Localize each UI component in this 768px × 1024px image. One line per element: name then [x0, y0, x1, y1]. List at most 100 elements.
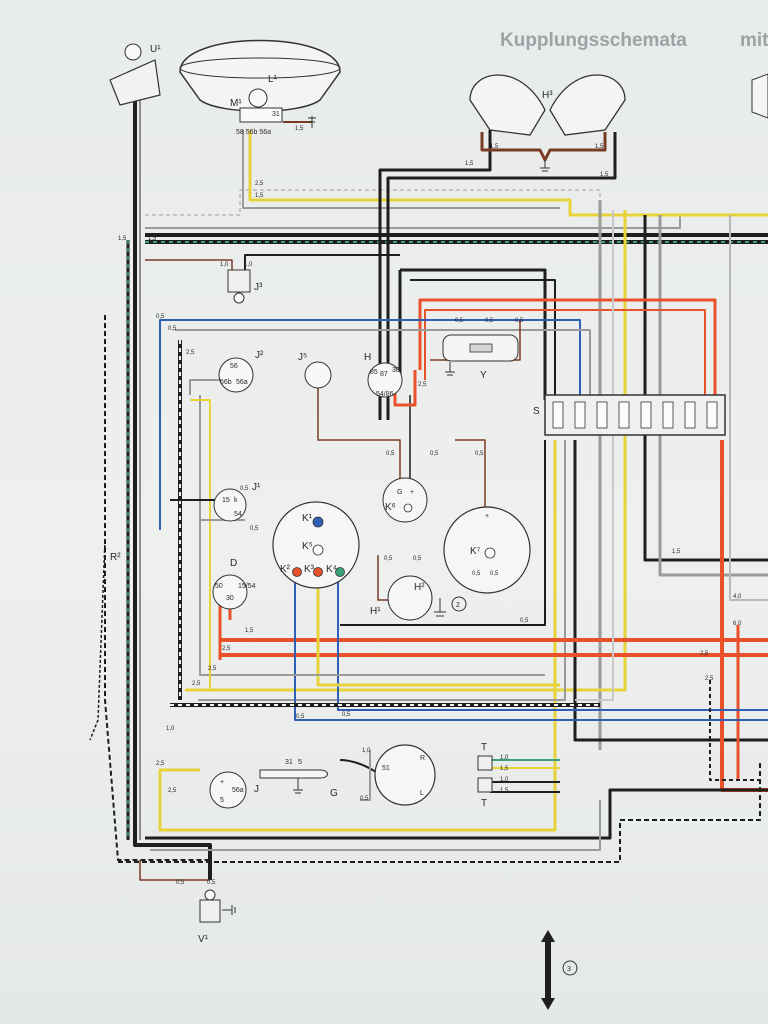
gauge-d-25a: 2,5 — [222, 646, 231, 652]
gauge-t-15a: 1,5 — [500, 766, 509, 772]
marker-2-text: 2 — [456, 602, 460, 609]
wire-top-gray-1 — [145, 214, 768, 229]
term-j1-54: 54 — [234, 511, 242, 518]
j3-relay-body — [227, 269, 251, 293]
gauge-blue-05a: 0,5 — [296, 714, 305, 720]
component-instrument-cluster: K¹ K⁵ K² K³ K⁴ — [272, 501, 360, 589]
component-s: S — [533, 394, 726, 436]
j-relay-body — [209, 771, 247, 809]
gauge-t-10b: 1,0 — [500, 777, 509, 783]
m1-socket — [239, 107, 283, 123]
gauge-y-05b: 0,5 — [485, 318, 494, 324]
term-h-5486: 54/86 — [376, 391, 394, 398]
term-k6-plus: + — [410, 489, 414, 496]
component-h: H 85 87 30 54/86 — [364, 352, 403, 398]
label-v1: V¹ — [198, 934, 209, 945]
gauge-right-40: 4,0 — [733, 594, 742, 600]
wire-brown-v1 — [139, 860, 210, 881]
term-g-5: 5 — [298, 759, 302, 766]
t-connector-top — [477, 755, 493, 771]
gauge-horn-15c: 1,5 — [595, 144, 604, 150]
j1-body — [213, 488, 247, 522]
gauge-right-25b: 2,5 — [705, 676, 714, 682]
header-title-suffix: mit — [740, 30, 768, 51]
component-j2: J² 56 56b 56a — [218, 350, 264, 393]
label-m1: M¹ — [230, 98, 242, 109]
v1-motor-body — [199, 899, 221, 923]
gauge-d-25b: 2,5 — [208, 666, 217, 672]
j3-relay-plug — [233, 292, 245, 304]
gauge-k6-05a: 0,5 — [386, 451, 395, 457]
wire-s-red-1 — [418, 298, 717, 395]
l1-headlight-body — [179, 39, 341, 112]
marker-3-arrow-down-icon — [541, 998, 555, 1010]
term-j1-15: 15 — [222, 497, 230, 504]
gauge-k7-05a: 0,5 — [472, 571, 481, 577]
component-j3: J³ — [227, 269, 263, 304]
wire-right-black-v — [643, 215, 768, 562]
gauge-k7-05: 0,5 — [475, 451, 484, 457]
label-g: G — [330, 788, 338, 799]
gauge-t-15b: 1,5 — [500, 788, 509, 794]
s-fuse-5 — [640, 401, 652, 429]
d-ignition-switch-body — [212, 574, 248, 610]
wire-s-gray-top — [175, 329, 591, 395]
label-h2: H² — [414, 582, 425, 593]
header-title: Kupplungsschemata — [500, 30, 687, 51]
k4-bulb-icon — [335, 567, 345, 577]
gauge-headlight-15: 1,5 — [255, 193, 264, 199]
j5-body — [304, 361, 332, 389]
label-u1: U¹ — [150, 44, 161, 55]
wire-right-gray-v3 — [729, 215, 768, 601]
gauge-s-05: 0,5 — [520, 618, 529, 624]
wire-right-gray-v2 — [658, 215, 768, 577]
wire-gauge-labels: 1,5 1,5 1,5 2,5 1,5 1,5 1,5 1,5 1,5 1,0 … — [118, 126, 742, 886]
gauge-v1-05a: 0,5 — [176, 880, 185, 886]
l1-ground-icon — [308, 116, 316, 128]
gauge-left-15: 1,5 — [118, 236, 127, 242]
label-j2: J² — [255, 350, 264, 361]
k5-bulb-icon — [312, 544, 324, 556]
term-g-31: 31 — [285, 759, 293, 766]
component-y: Y — [442, 334, 519, 381]
component-marker-3: 3 — [541, 930, 578, 1010]
component-j1: J¹ 15 k 54 — [213, 482, 261, 522]
wire-bottom-black — [145, 788, 768, 840]
label-j3: J³ — [254, 282, 263, 293]
gauge-d-25c: 2,5 — [192, 681, 201, 687]
gauge-j-25a: 2,5 — [156, 761, 165, 767]
wire-bottom-gray — [150, 800, 601, 851]
wire-blue-k4 — [337, 575, 768, 711]
term-j-56a: 56a — [232, 787, 244, 794]
gauge-g-05: 0,5 — [360, 796, 369, 802]
term-g-l: L — [420, 790, 424, 797]
gauge-horn-15b: 1,5 — [490, 144, 499, 150]
term-j-5: 5 — [220, 797, 224, 804]
wire-s-red-2 — [424, 309, 706, 395]
s-fuse-8 — [706, 401, 718, 429]
term-g-51: 51 — [382, 765, 390, 772]
wire-left-black-main — [133, 100, 212, 880]
marker-2-circle — [451, 596, 467, 612]
wire-j2-gray — [189, 379, 225, 395]
wire-s-down-black-2 — [573, 440, 768, 742]
wire-g-gray — [360, 750, 371, 801]
h2-ground-icon — [434, 598, 446, 617]
gauge-left-10: 1,0 — [166, 726, 175, 732]
label-k4: K⁴ — [326, 564, 337, 575]
gauge-k6-05b: 0,5 — [430, 451, 439, 457]
gauge-left-15b: 1,5 — [148, 236, 157, 242]
wire-blue-k2 — [294, 575, 768, 721]
gauge-j1-05: 0,5 — [240, 486, 249, 492]
component-v1: V¹ — [198, 889, 236, 945]
term-j1-k: k — [234, 497, 238, 504]
s-fuse-4 — [618, 401, 630, 429]
gauge-j-25b: 2,5 — [168, 788, 177, 794]
t-connector-bottom — [477, 777, 493, 793]
gauge-blue-05: 0,5 — [156, 314, 165, 320]
gauge-gray-05: 0,5 — [168, 326, 177, 332]
k6-bulb-icon — [403, 503, 413, 513]
term-j2-56a: 56a — [236, 379, 248, 386]
